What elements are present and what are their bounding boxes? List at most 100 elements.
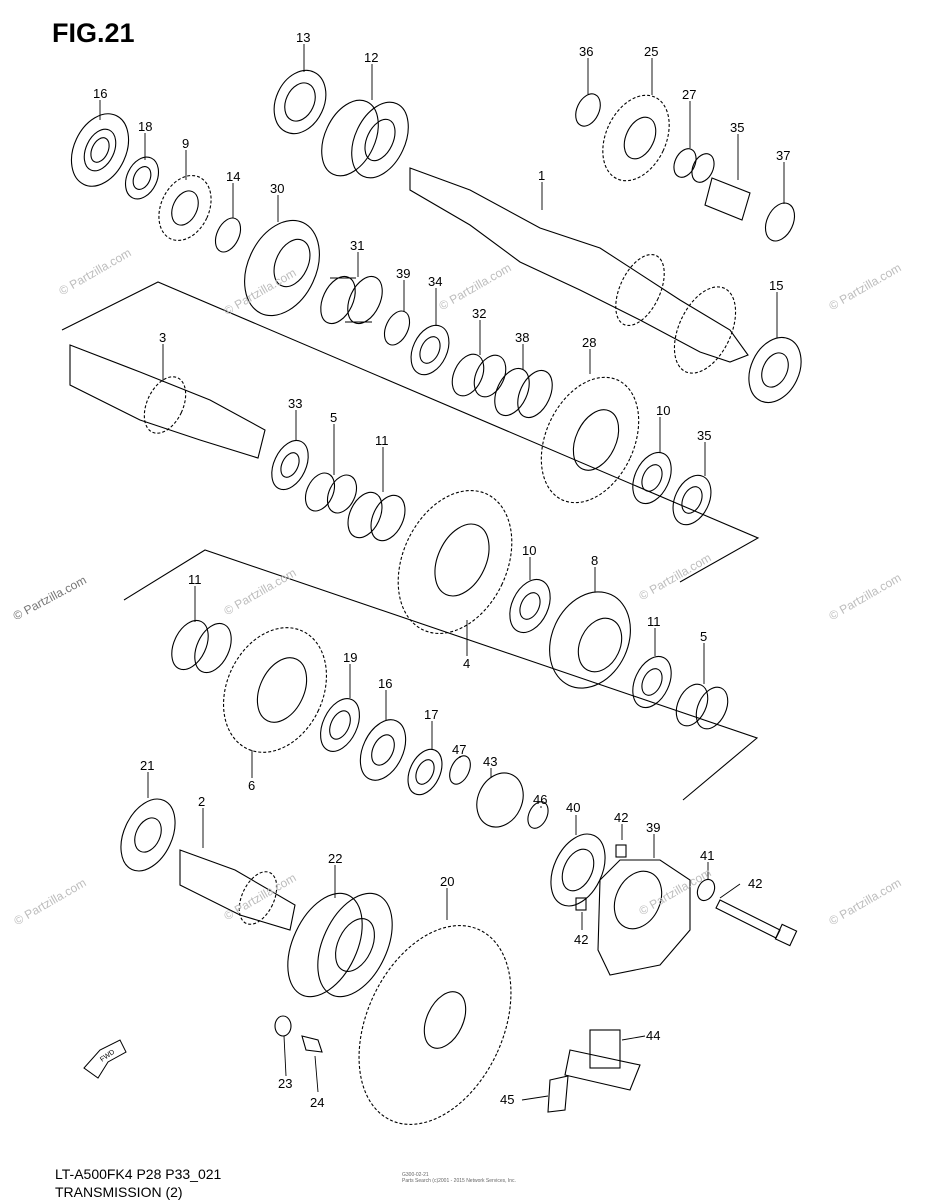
part-23-stopper[interactable] — [274, 1015, 292, 1037]
fwd-label: FWD — [99, 1049, 116, 1064]
part-34-spacer[interactable] — [704, 177, 751, 221]
label-47: 47 — [452, 742, 466, 757]
label-29: 31 — [350, 238, 364, 253]
label-42: 42 — [574, 932, 588, 947]
part-24-screw[interactable] — [301, 1035, 323, 1053]
label-41: 42 — [748, 876, 762, 891]
part-7-gear[interactable] — [534, 579, 645, 702]
part-40-washer[interactable] — [694, 877, 718, 904]
part-32-lock-washer[interactable] — [404, 319, 457, 380]
part-labels: 16 18 9 14 13 12 30 31 39 34 32 38 1 15 … — [93, 30, 790, 1110]
part-10-washer[interactable] — [502, 573, 558, 639]
part-46-circlip[interactable] — [524, 799, 552, 832]
part-19-washer[interactable] — [313, 692, 367, 757]
label-43: 43 — [483, 754, 497, 769]
label-11: 11 — [188, 572, 202, 587]
label-37: 39 — [396, 266, 410, 281]
part-38-housing[interactable] — [597, 859, 691, 976]
part-37-circlip[interactable] — [379, 307, 414, 349]
fine-print-code: G300-02-21 — [402, 1172, 429, 1178]
part-28-gear[interactable] — [230, 208, 334, 327]
part-3-shaft[interactable] — [69, 344, 266, 459]
part-33-lock-washer[interactable] — [666, 469, 719, 530]
figure-title: FIG.21 — [52, 18, 135, 48]
label-28: 30 — [270, 181, 284, 196]
label-13: 13 — [296, 30, 310, 45]
part-14-circlip[interactable] — [210, 214, 245, 256]
part-11-needle-bearing[interactable] — [165, 615, 239, 679]
label-35: 37 — [776, 148, 790, 163]
part-27-gear[interactable] — [522, 362, 658, 519]
part-36-needle-bearing[interactable] — [488, 363, 559, 423]
forward-arrow-icon: FWD — [83, 1039, 127, 1079]
label-5: 5 — [330, 410, 337, 425]
part-16-bearing[interactable] — [351, 713, 414, 788]
part-8-gear[interactable] — [149, 167, 221, 249]
part-9-washer[interactable] — [625, 446, 679, 509]
part-4-gear[interactable] — [376, 472, 534, 652]
part-2-shaft[interactable] — [179, 849, 296, 931]
label-8: 9 — [182, 136, 189, 151]
label-39: 40 — [566, 800, 580, 815]
label-6: 6 — [248, 778, 255, 793]
label-38: 39 — [646, 820, 660, 835]
part-42-dowel-pin[interactable] — [615, 844, 627, 858]
label-15: 15 — [769, 278, 783, 293]
part-20-gear[interactable] — [329, 901, 541, 1149]
label-27: 28 — [582, 335, 596, 350]
label-23: 23 — [278, 1076, 292, 1091]
label-12: 12 — [364, 50, 378, 65]
label-31: 33 — [288, 396, 302, 411]
part-10-washer[interactable] — [625, 650, 679, 713]
part-17-bearing[interactable] — [401, 744, 448, 800]
part-1-shaft[interactable] — [409, 167, 749, 383]
leader-lines — [99, 44, 785, 1101]
label-21: 21 — [140, 758, 154, 773]
part-35-washer[interactable] — [760, 198, 800, 245]
part-47-circlip[interactable] — [446, 753, 475, 788]
section-title: TRANSMISSION (2) — [55, 1184, 183, 1200]
label-24: 24 — [310, 1095, 324, 1110]
part-45-screw[interactable] — [547, 1075, 569, 1113]
part-41-bolt[interactable] — [715, 899, 798, 947]
part-30-bushing[interactable] — [446, 349, 512, 402]
part-6-gear[interactable] — [204, 611, 346, 769]
part-12-bearing[interactable] — [310, 91, 419, 187]
label-40: 41 — [700, 848, 714, 863]
part-5-bushing[interactable] — [670, 679, 734, 734]
part-26-bushing[interactable] — [670, 145, 719, 186]
part-29-needle-bearing[interactable] — [314, 271, 389, 329]
part-21-bearing[interactable] — [110, 790, 186, 879]
fine-print-copyright: Parts Search (c)2001 - 2015 Network Serv… — [402, 1178, 516, 1184]
label-22: 22 — [328, 851, 342, 866]
part-16-bearing[interactable] — [60, 105, 139, 196]
label-17: 17 — [424, 707, 438, 722]
part-31-lock-washer[interactable] — [265, 435, 316, 496]
part-43-rotor[interactable] — [468, 765, 532, 834]
label-5: 5 — [700, 629, 707, 644]
label-3: 3 — [159, 330, 166, 345]
part-25-gear[interactable] — [590, 85, 682, 192]
part-13-oil-seal[interactable] — [264, 62, 335, 142]
label-45: 45 — [500, 1092, 514, 1107]
part-35-washer[interactable] — [571, 90, 605, 130]
part-39-gasket[interactable] — [540, 825, 616, 914]
part-18-washer[interactable] — [119, 152, 165, 205]
label-1: 1 — [538, 168, 545, 183]
label-4: 4 — [463, 656, 470, 671]
label-34: 35 — [730, 120, 744, 135]
label-16: 16 — [378, 676, 392, 691]
part-42-dowel-pin[interactable] — [575, 897, 587, 911]
part-11-needle-bearing[interactable] — [341, 487, 411, 546]
label-36: 38 — [515, 330, 529, 345]
label-32: 34 — [428, 274, 442, 289]
part-5-bushing[interactable] — [300, 468, 362, 517]
label-14: 14 — [226, 169, 240, 184]
part-22-bearing[interactable] — [273, 882, 407, 1009]
part-15-bearing[interactable] — [739, 329, 811, 411]
label-10: 11 — [647, 614, 661, 629]
part-44-sensor[interactable] — [564, 1029, 641, 1091]
label-35: 36 — [579, 44, 593, 59]
label-9: 10 — [656, 403, 670, 418]
label-2: 2 — [198, 794, 205, 809]
